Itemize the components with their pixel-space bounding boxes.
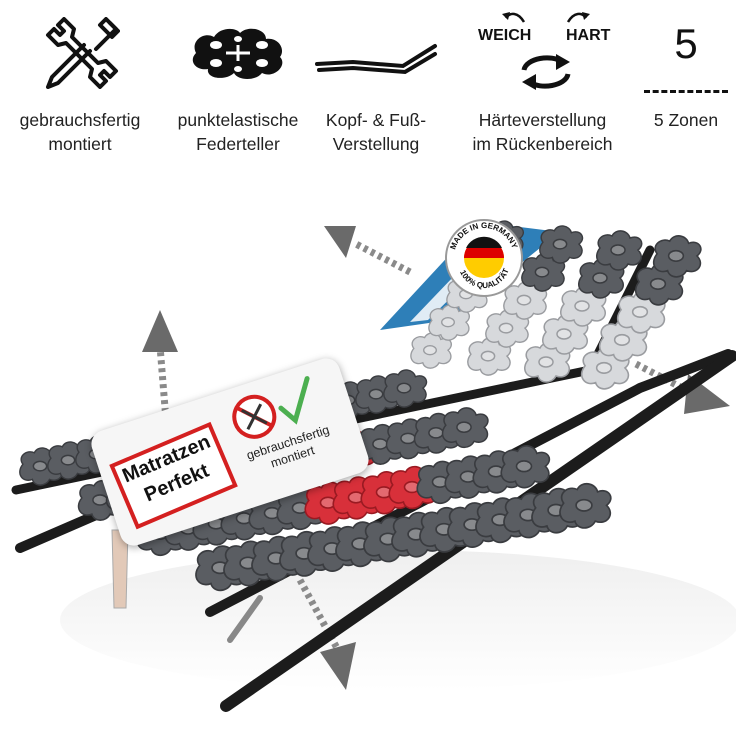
zones-icon (644, 90, 728, 93)
arrow-icon (324, 226, 412, 276)
feature-label: gebrauchsfertig montiert (19, 110, 141, 154)
hard-label: HART (566, 27, 611, 44)
spring-plate-icon (192, 28, 283, 80)
feature-label: Kopf- & Fuß- Verstellung (325, 110, 427, 154)
feature-label: 5 Zonen (653, 110, 719, 130)
wrench-screwdriver-icon (46, 17, 120, 89)
firmness-toggle-icon (521, 54, 571, 90)
arrow-icon (142, 310, 178, 421)
head-foot-adjustment-icon (315, 44, 437, 75)
spring-plate (441, 407, 489, 449)
made-in-germany-seal-icon: MADE IN GERMANY 100% QUALITÄT (445, 219, 523, 297)
spring-plate (500, 445, 551, 489)
spring-plate (595, 230, 643, 271)
feature-row: gebrauchsfertig montiert punktelastische (0, 0, 736, 170)
zones-number: 5 (674, 20, 698, 67)
product-card: Matratzen Perfekt gebrauchsfertig montie… (87, 354, 373, 550)
curved-arrow-left-icon (502, 12, 526, 23)
spring-plate (559, 482, 612, 529)
feature-label: punktelastische Federteller (177, 110, 299, 154)
no-tools-check-icon (232, 376, 310, 439)
spring-plate (539, 225, 584, 264)
slatted-frame-image (11, 220, 736, 712)
spring-plate (383, 369, 428, 408)
spring-plate (652, 235, 702, 278)
soft-label: WEICH (478, 27, 532, 44)
curved-arrow-right-icon (566, 12, 590, 23)
feature-label: Härteverstellung im Rückenbereich (472, 110, 613, 154)
